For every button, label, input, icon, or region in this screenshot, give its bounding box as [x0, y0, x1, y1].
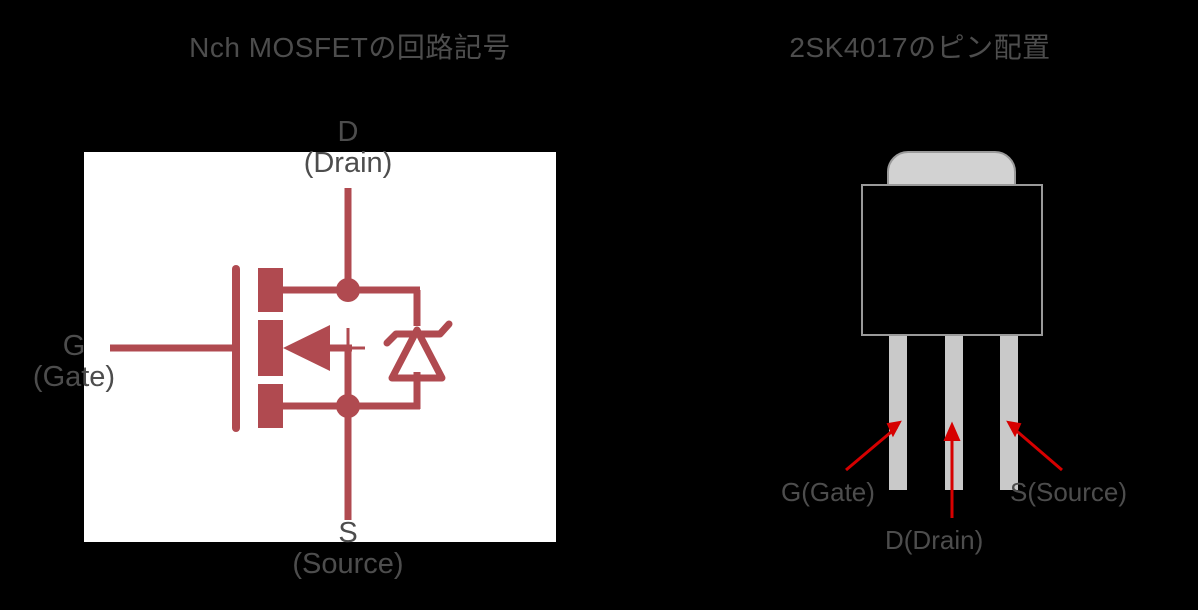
arrow-head-drain [943, 421, 961, 441]
pin-drain [945, 330, 963, 490]
terminal-letter-d: D [337, 116, 359, 148]
channel-segment-drain [258, 268, 283, 312]
arrow-head-gate [886, 420, 902, 438]
body-zener-cathode-bar [383, 320, 453, 347]
terminal-label-drain: D (Drain) [248, 116, 448, 180]
package-body [861, 184, 1043, 336]
terminal-name-gate: (Gate) [32, 361, 116, 394]
terminal-name-source: (Source) [292, 548, 404, 581]
terminal-letter-s: S [338, 517, 358, 549]
pin-label-drain: D(Drain) [885, 525, 984, 555]
pin-source [1000, 330, 1018, 490]
arrow-head-source [1006, 420, 1022, 438]
body-arrow-head [283, 325, 330, 371]
body-zener-triangle [388, 326, 446, 382]
terminal-label-gate: G (Gate) [0, 330, 148, 394]
drain-junction-dot [336, 278, 360, 302]
arrow-line-gate [845, 425, 898, 472]
terminal-letter-g: G [62, 330, 86, 362]
terminal-name-drain: (Drain) [303, 147, 393, 180]
channel-segment-source [258, 384, 283, 428]
package-mounting-tab [887, 151, 1016, 193]
pin-label-gate: G(Gate) [781, 477, 875, 507]
terminal-label-source: S (Source) [248, 517, 448, 581]
pin-label-source: S(Source) [1010, 477, 1128, 507]
right-panel-title: 2SK4017のピン配置 [789, 32, 1051, 63]
left-panel-title: Nch MOSFETの回路記号 [189, 32, 511, 63]
source-junction-dot [336, 394, 360, 418]
arrow-line-source [1011, 425, 1063, 472]
channel-segment-body [258, 320, 283, 376]
pin-gate [889, 330, 907, 490]
